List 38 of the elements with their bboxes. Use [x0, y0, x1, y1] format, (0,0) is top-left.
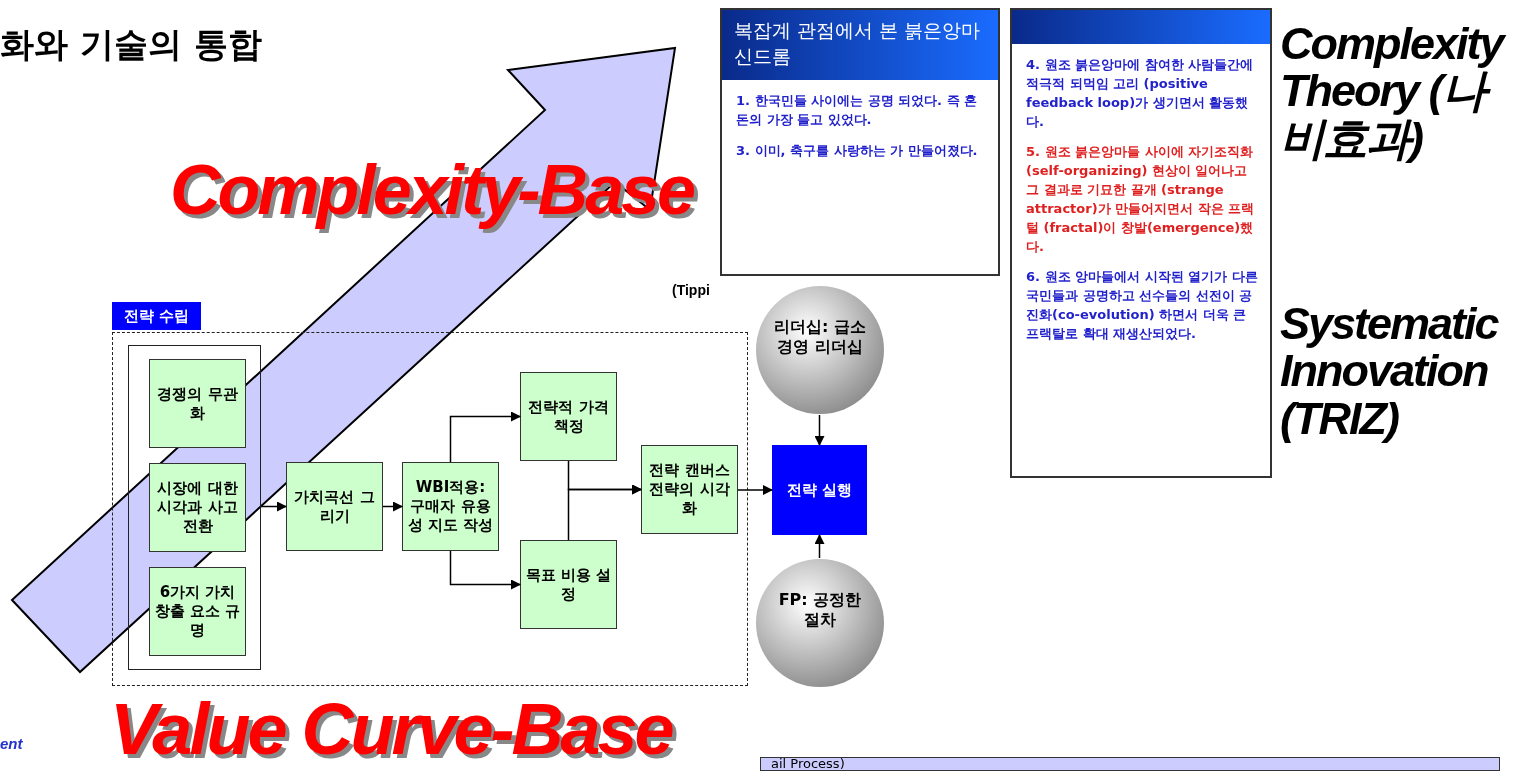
process-box: WBI적용: 구매자 유용성 지도 작성 — [402, 462, 499, 551]
sphere-node — [755, 558, 885, 688]
footer-text: ent — [0, 735, 23, 752]
process-box: 전략 캔버스 전략의 시각화 — [641, 445, 738, 534]
process-box: 시장에 대한 시각과 사고 전환 — [149, 463, 246, 552]
group-box — [128, 345, 261, 670]
sphere-node — [755, 285, 885, 415]
slide-text: 3. 이미, 축구를 사랑하는 가 만들어졌다. — [736, 141, 979, 160]
process-box: 전략적 가격 책정 — [520, 372, 617, 461]
node-label: FP: 공정한 절차 — [777, 590, 863, 630]
section-tab: 전략 수립 — [112, 302, 202, 330]
slide-text: 6. 원조 앙마들에서 시작된 열기가 다른 국민들과 공명하고 선수들의 선전이 공진화(co-evolution) 하면서 더욱 큰 프랙탈로 확대 재생산되었다. — [1026, 268, 1258, 343]
slide-text: 4. 원조 붉은앙마에 참여한 사람들간에 적극적 되먹임 고리 (positive feedback loop)가 생기면서 활동했다. — [1026, 56, 1255, 131]
arrow — [260, 501, 287, 512]
arrow — [382, 501, 403, 512]
source-note: (Tippi — [672, 282, 710, 298]
overlay-heading: Complexity Theory (나비효과) — [1280, 20, 1520, 162]
process-box: 전략 실행 — [772, 445, 867, 535]
process-box: 경쟁의 무관화 — [149, 359, 246, 448]
slide-text: 5. 원조 붉은앙마들 사이에 자기조직화(self-organizing) 현상이 일어나고 그 결과로 기묘한 끌개 (strange attractor)가 만들어지면서 작은 프랙털 (fractal)이 창발(emergence)했다. — [1026, 143, 1256, 256]
process-box: 가치곡선 그리기 — [286, 462, 383, 551]
slide-text: 1. 한국민들 사이에는 공명 되었다. 즉 혼돈의 가장 들고 있었다. — [736, 92, 979, 129]
arrow — [449, 411, 521, 463]
node-label: 리더십: 급소경영 리더십 — [773, 317, 867, 357]
slide-heading: 복잡계 관점에서 본 붉은앙마 신드롬 — [734, 18, 982, 69]
process-box: 목표 비용 설정 — [520, 540, 617, 629]
arrow — [814, 414, 825, 446]
arrow — [567, 484, 642, 541]
slide-panel — [1010, 8, 1272, 478]
banner-bar: ail Process) — [760, 757, 1500, 771]
overlay-heading: Value Curve-Base — [110, 688, 672, 770]
page-title: 화와 기술의 통합 — [0, 23, 262, 66]
arrow — [737, 485, 773, 495]
overlay-heading: Systematic Innovation (TRIZ) — [1280, 300, 1500, 442]
process-box: 6가지 가치창출 요소 규명 — [149, 567, 246, 656]
arrow — [814, 534, 825, 559]
slide-panel — [720, 8, 1000, 276]
arrow — [449, 550, 521, 590]
